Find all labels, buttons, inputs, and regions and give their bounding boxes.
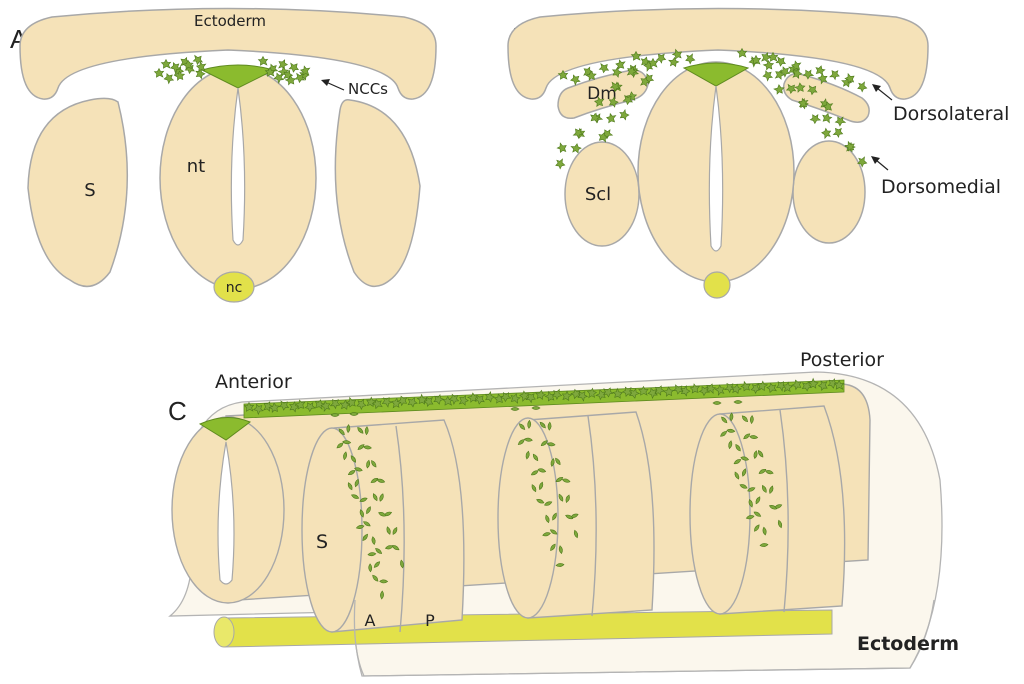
ncc-cell bbox=[606, 113, 616, 124]
somite-right-a bbox=[335, 100, 420, 287]
ncc-cell bbox=[258, 57, 267, 66]
ncc-cell bbox=[856, 81, 867, 93]
ncc-cell bbox=[761, 52, 770, 62]
ncc-cell bbox=[762, 69, 775, 82]
dorsomedial-arrow bbox=[871, 156, 888, 170]
ncc-cell bbox=[734, 400, 742, 403]
dorsomedial-label: Dorsomedial bbox=[881, 176, 1001, 198]
posterior-label: Posterior bbox=[800, 349, 884, 371]
ncc-cell bbox=[289, 63, 299, 73]
panel-a: A Ectoderm S nt nc NCCs bbox=[10, 9, 436, 303]
ncc-cell bbox=[763, 59, 776, 72]
ncc-cell bbox=[684, 53, 695, 65]
dorsolateral-label: Dorsolateral bbox=[893, 103, 1009, 125]
anterior-label: Anterior bbox=[215, 371, 292, 393]
notochord-end-c bbox=[214, 617, 234, 647]
somite-c-1 bbox=[302, 420, 464, 632]
ncc-cell bbox=[668, 57, 680, 69]
ectoderm-label-c: Ectoderm bbox=[857, 633, 959, 655]
somite-c-3 bbox=[690, 406, 845, 614]
sclerotome-label-b: Scl bbox=[585, 184, 611, 205]
ncc-cluster-a-left bbox=[154, 55, 206, 84]
ncc-cell bbox=[618, 109, 630, 122]
ncc-cell bbox=[776, 57, 786, 67]
ncc-label-a: NCCs bbox=[348, 80, 388, 98]
ncc-cell bbox=[833, 127, 844, 139]
ncc-cell bbox=[161, 60, 170, 69]
ectoderm-label-a: Ectoderm bbox=[194, 12, 266, 30]
ncc-cell bbox=[331, 413, 339, 416]
somite-label-a: S bbox=[84, 180, 95, 201]
notochord-label-a: nc bbox=[226, 280, 243, 296]
ncc-cell bbox=[532, 406, 540, 409]
ncc-arrow-a bbox=[321, 79, 344, 90]
ncc-cell bbox=[511, 407, 519, 410]
ncc-cell bbox=[154, 69, 163, 78]
ncc-cell bbox=[713, 401, 721, 404]
ncc-cell bbox=[163, 72, 176, 85]
somite-left-a bbox=[28, 98, 127, 286]
ncc-cell bbox=[589, 112, 600, 123]
ncc-cell bbox=[809, 112, 821, 124]
ncc-cell bbox=[554, 158, 565, 170]
panel-c-letter: C bbox=[168, 396, 187, 426]
somite-label-c: S bbox=[316, 531, 328, 553]
somite-anterior-label: A bbox=[365, 611, 376, 630]
ncc-cell bbox=[821, 127, 833, 139]
ncc-cell bbox=[556, 143, 568, 155]
ncc-cell bbox=[599, 63, 609, 73]
neural-tube-label-a: nt bbox=[187, 156, 205, 177]
panel-b: B Dm Scl Dorsolateral Dorsomedial bbox=[508, 9, 1009, 299]
ncc-cell bbox=[814, 65, 825, 76]
notochord-b bbox=[704, 272, 730, 298]
ncc-cell bbox=[350, 412, 358, 415]
panel-c: C Ant bbox=[168, 349, 959, 676]
sclerotome-right-b bbox=[793, 141, 865, 243]
ncc-cell bbox=[829, 69, 840, 81]
somite-posterior-label: P bbox=[425, 611, 435, 630]
